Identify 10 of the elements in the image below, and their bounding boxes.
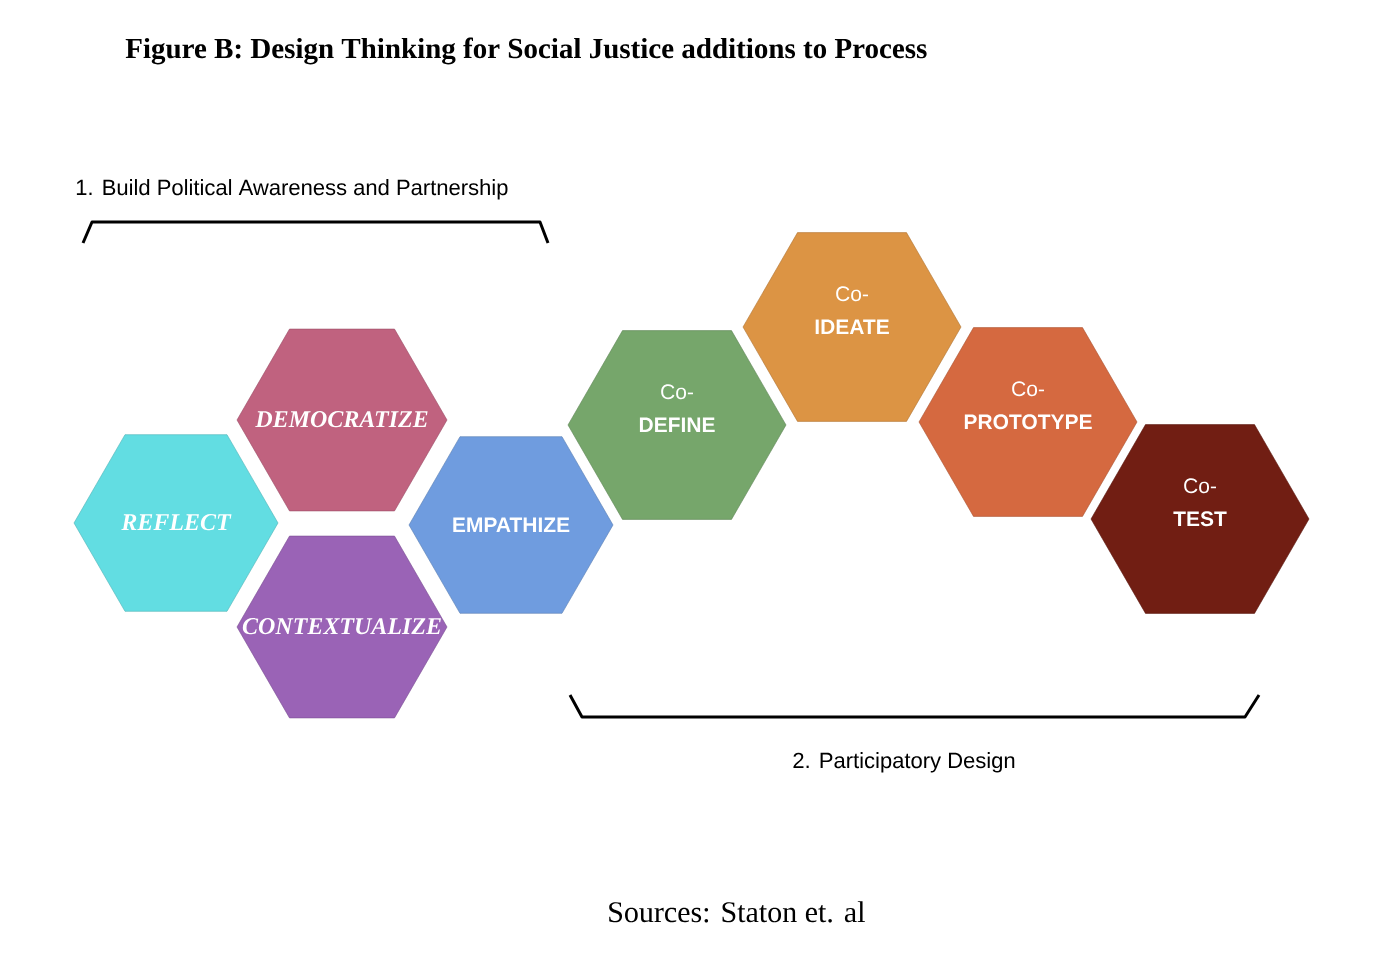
caption: Sources: Staton et. al	[609, 901, 865, 923]
section-label: 1. Build Political Awareness and Partnership	[76, 179, 508, 200]
hexagon: Co- PROTOTYPE	[918, 327, 1138, 517]
hexagon: DEMOCRATIZE	[236, 328, 448, 512]
section-label: 2. Participatory Design	[793, 752, 1015, 773]
title: Figure B: Design Thinking for Social Justice additions to Process	[125, 37, 927, 65]
hexagon: Co- IDEATE	[742, 232, 962, 422]
hexagon: EMPATHIZE	[408, 436, 614, 614]
hexagon: CONTEXTUALIZE	[236, 535, 448, 719]
hexagon: REFLECT	[73, 434, 279, 612]
